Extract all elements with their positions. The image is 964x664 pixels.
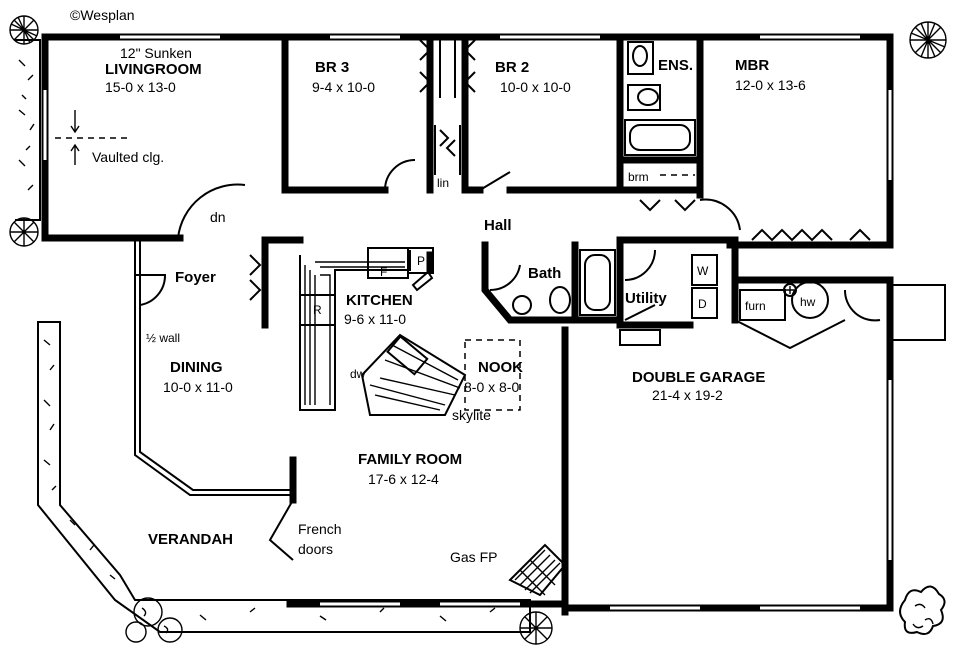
- garage-dims: 21-4 x 19-2: [652, 387, 723, 403]
- ensuite-fixtures: [624, 41, 696, 176]
- shrub-left: [9, 217, 39, 247]
- laundry: [619, 254, 829, 346]
- br3-dims: 9-4 x 10-0: [312, 79, 375, 95]
- washer-label: W: [697, 264, 709, 278]
- utility-name: Utility: [625, 290, 667, 307]
- range-label: R: [313, 303, 322, 317]
- planter-verandah: [37, 321, 531, 633]
- br2-name: BR 2: [495, 59, 529, 76]
- dining-dims: 10-0 x 11-0: [163, 379, 233, 395]
- doors: [135, 159, 946, 561]
- french-doors-label-1: French: [298, 521, 342, 537]
- family-name: FAMILY ROOM: [358, 451, 462, 468]
- linen-label: lin: [437, 176, 449, 190]
- dishwasher-label: dw: [350, 367, 366, 381]
- furnace-label: furn: [745, 299, 766, 313]
- mbr-closet: [751, 228, 871, 242]
- gas-fp-label: Gas FP: [450, 549, 497, 565]
- closet-br3: [419, 39, 432, 93]
- shrub-bottom: [519, 611, 553, 645]
- verandah-name: VERANDAH: [148, 531, 233, 548]
- kitchen-counters: [299, 247, 434, 411]
- living-ceiling: Vaulted clg.: [92, 149, 164, 165]
- fridge-label: F: [380, 265, 387, 279]
- closet-br2: [439, 39, 476, 98]
- mbr-dims: 12-0 x 13-6: [735, 77, 806, 93]
- skylite-outline: [464, 339, 521, 411]
- dn-label: dn: [210, 209, 226, 225]
- br3-name: BR 3: [315, 59, 349, 76]
- kitchen-dims: 9-6 x 11-0: [344, 311, 406, 327]
- kitchen-island: [360, 333, 467, 416]
- vault-marker: [55, 110, 130, 165]
- garage-name: DOUBLE GARAGE: [632, 369, 765, 386]
- mbr-name: MBR: [735, 57, 769, 74]
- shrub-bottom-left: [125, 597, 183, 643]
- ens-name: ENS.: [658, 57, 693, 74]
- bath-fixtures: [512, 249, 616, 316]
- kitchen-name: KITCHEN: [346, 292, 413, 309]
- bath-name: Bath: [528, 265, 561, 282]
- family-dims: 17-6 x 12-4: [368, 471, 439, 487]
- dryer-label: D: [698, 297, 707, 311]
- gas-fireplace: [508, 543, 567, 597]
- shrub-bottom-right: [899, 585, 946, 635]
- closet-hall: [434, 125, 461, 175]
- pantry-label: P: [417, 254, 425, 268]
- windows: [43, 35, 892, 610]
- foyer-name: Foyer: [175, 269, 216, 286]
- living-name: LIVINGROOM: [105, 61, 202, 78]
- living-note: 12" Sunken: [120, 45, 192, 61]
- shrub-top-left: [9, 15, 39, 45]
- hall-name: Hall: [484, 217, 512, 234]
- br2-dims: 10-0 x 10-0: [500, 79, 571, 95]
- bathroom-label: brm: [628, 170, 649, 184]
- french-doors-label-2: doors: [298, 541, 333, 557]
- living-dims: 15-0 x 13-0: [105, 79, 176, 95]
- interior-walls: [261, 33, 894, 504]
- copyright: ©Wesplan: [70, 7, 135, 23]
- skylite-label: skylite: [452, 407, 491, 423]
- dining-name: DINING: [170, 359, 223, 376]
- planter-left: [15, 39, 41, 221]
- half-wall-label: ½ wall: [146, 331, 180, 345]
- nook-dims: 8-0 x 8-0: [464, 379, 519, 395]
- shrub-top-right: [909, 21, 947, 59]
- nook-name: NOOK: [478, 359, 523, 376]
- hot-water-label: hw: [800, 295, 816, 309]
